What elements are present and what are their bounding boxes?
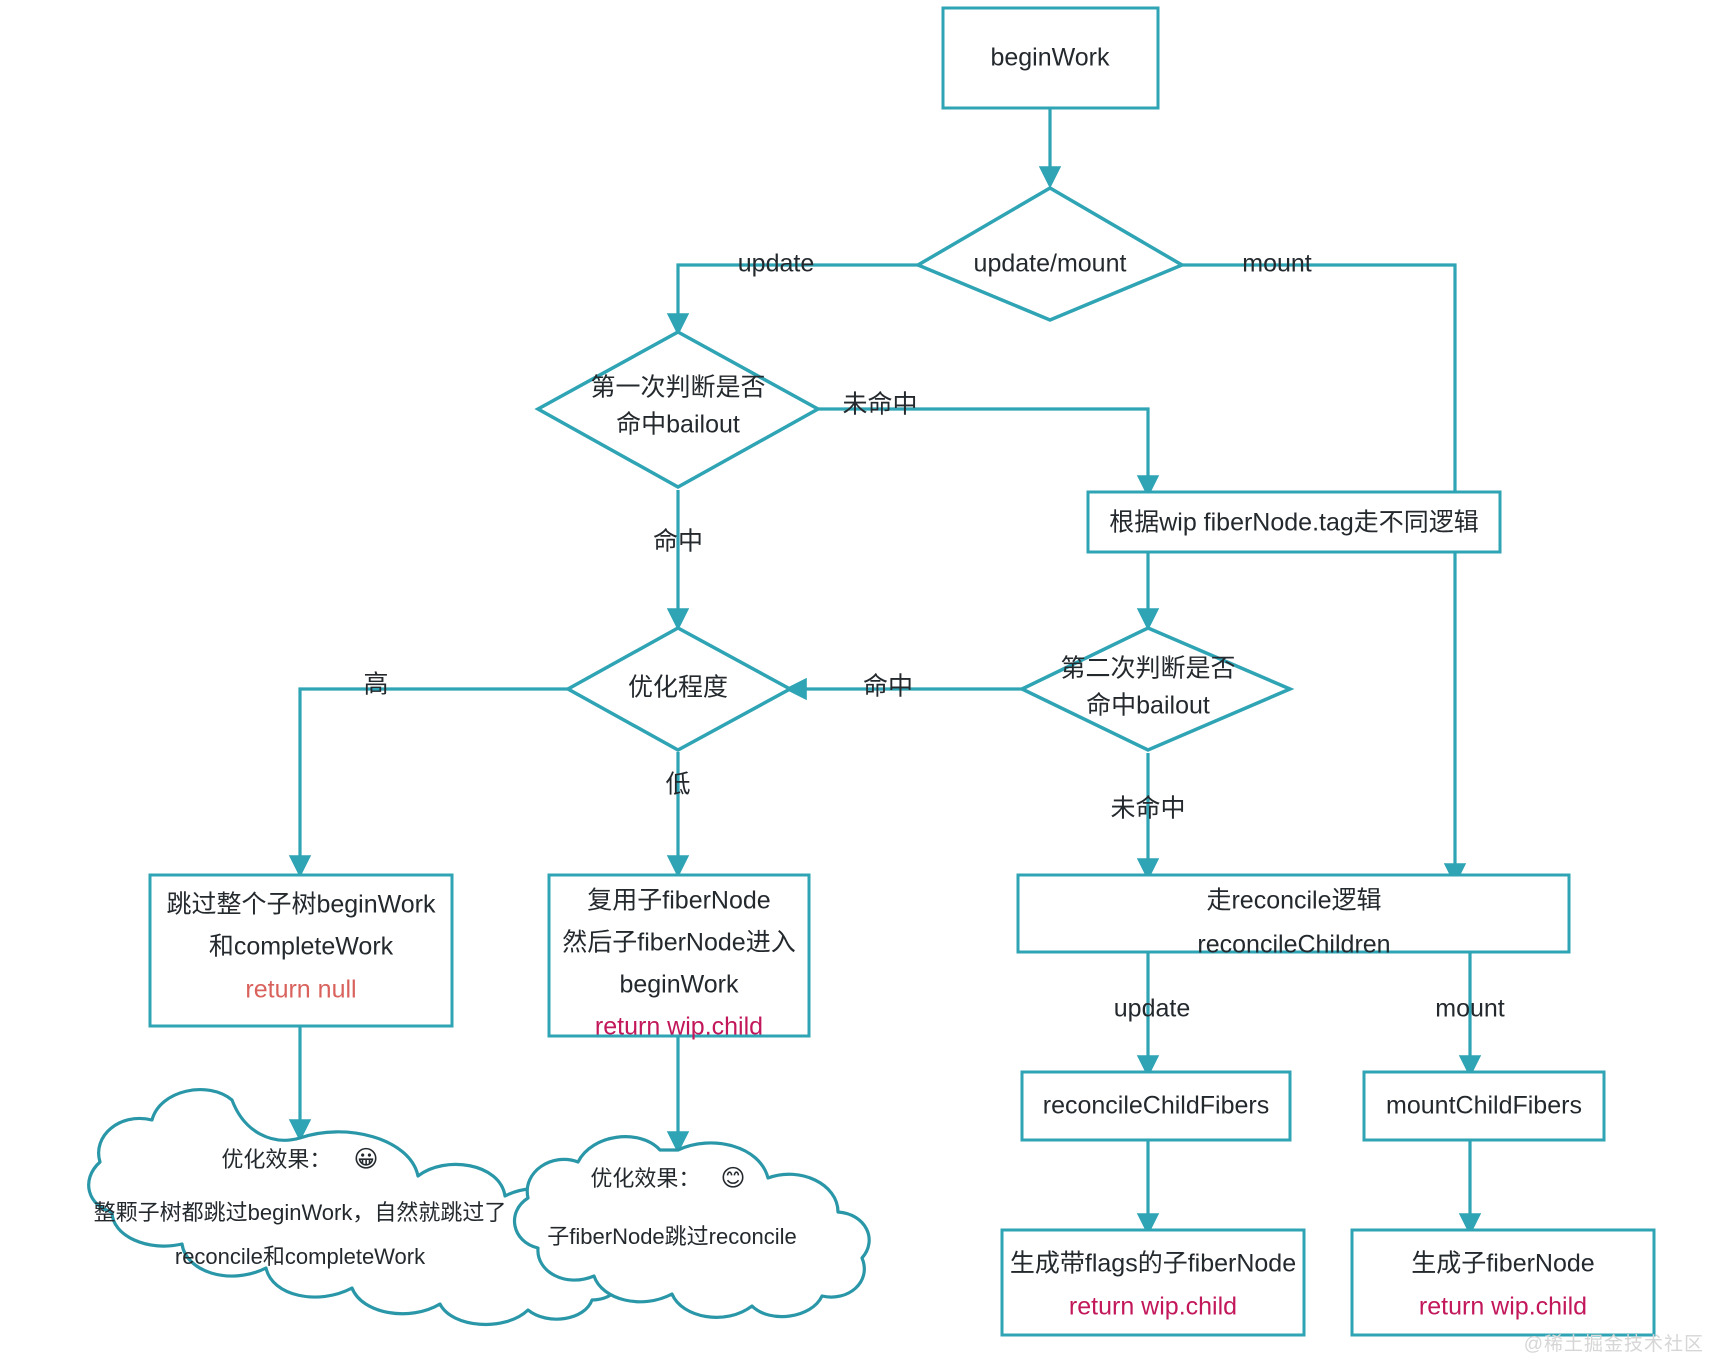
edge-mount-branch [1182,263,1467,886]
cloud-right-effect-label: 优化效果： [590,1166,700,1191]
node-first-bailout-line2: 命中bailout [616,411,740,439]
node-second-bailout-decision[interactable]: 第二次判断是否 命中bailout [1017,626,1295,752]
node-reuse-child[interactable]: 复用子fiberNode 然后子fiberNode进入 beginWork re… [547,873,811,1041]
cloud-left[interactable]: 优化效果： 😀 整颗子树都跳过beginWork，自然就跳过了 reconcil… [87,1088,623,1327]
node-mount-child-fibers-label: mountChildFibers [1386,1092,1582,1120]
edge-label-update: update [738,250,814,278]
edge-label-hit-1: 命中 [653,528,703,556]
node-gen-flags-fiber-return: return wip.child [1069,1293,1237,1321]
node-gen-fiber[interactable]: 生成子fiberNode return wip.child [1350,1228,1656,1337]
edge-labels: update mount 未命中 命中 高 低 命中 未命中 update mo… [363,250,1504,1023]
node-first-bailout-decision[interactable]: 第一次判断是否 命中bailout [534,330,822,490]
edge-update-branch [666,263,918,336]
node-skip-subtree-line1: 跳过整个子树beginWork [166,891,436,919]
cloud-right-line2: 子fiberNode跳过reconcile [547,1224,796,1249]
edge-label-high: 高 [363,671,388,699]
node-optimize-level-decision[interactable]: 优化程度 [564,626,794,752]
node-first-bailout-line1: 第一次判断是否 [590,374,765,402]
cloud-right-emoji: 😊 [721,1165,746,1192]
node-second-bailout-line2: 命中bailout [1086,692,1210,720]
node-skip-subtree-line2: 和completeWork [209,933,394,961]
node-second-bailout-line1: 第二次判断是否 [1060,655,1235,683]
node-optimize-level-label: 优化程度 [628,674,728,702]
node-update-mount-label: update/mount [974,250,1127,278]
node-tag-logic[interactable]: 根据wip fiberNode.tag走不同逻辑 [1086,490,1502,554]
node-gen-flags-fiber[interactable]: 生成带flags的子fiberNode return wip.child [1000,1228,1306,1337]
node-reuse-child-line3: beginWork [619,971,739,999]
edge-label-miss-2: 未命中 [1110,795,1185,823]
cloud-left-line2: 整颗子树都跳过beginWork，自然就跳过了 [94,1200,507,1225]
node-reuse-child-line1: 复用子fiberNode [587,887,770,915]
edge-label-hit-2: 命中 [863,673,913,701]
watermark: @稀土掘金技术社区 [1523,1334,1704,1355]
node-reuse-child-return: return wip.child [595,1013,763,1041]
edge-label-low: 低 [665,771,690,799]
cloud-right[interactable]: 优化效果： 😊 子fiberNode跳过reconcile [512,1135,871,1319]
node-begin-work[interactable]: beginWork [941,6,1160,110]
svg-text:优化效果： 😊: 优化效果： 😊 [590,1165,745,1192]
node-reconcile-logic-line1: 走reconcile逻辑 [1206,887,1381,915]
cloud-left-emoji: 😀 [354,1146,379,1173]
edge-first-bailout-miss [818,407,1160,498]
node-reconcile-logic-line2: reconcileChildren [1197,931,1390,959]
svg-text:优化效果： 😀: 优化效果： 😀 [221,1146,378,1173]
node-reconcile-child-fibers-label: reconcileChildFibers [1043,1092,1269,1120]
node-gen-fiber-return: return wip.child [1419,1293,1587,1321]
node-update-mount-decision[interactable]: update/mount [914,185,1186,322]
node-reuse-child-line2: 然后子fiberNode进入 [562,929,795,957]
node-skip-subtree[interactable]: 跳过整个子树beginWork 和completeWork return nul… [148,873,454,1028]
node-tag-logic-label: 根据wip fiberNode.tag走不同逻辑 [1109,509,1479,537]
edges [288,108,1482,1236]
edge-optimize-high [288,687,568,878]
node-reconcile-logic[interactable]: 走reconcile逻辑 reconcileChildren [1016,873,1571,959]
node-skip-subtree-return: return null [245,976,356,1004]
cloud-left-effect-label: 优化效果： [221,1147,331,1172]
node-mount-child-fibers[interactable]: mountChildFibers [1362,1070,1606,1142]
node-gen-flags-fiber-line1: 生成带flags的子fiberNode [1010,1250,1296,1278]
edge-label-miss-1: 未命中 [842,391,917,419]
edge-label-update-2: update [1114,995,1190,1023]
edge-label-mount-2: mount [1435,995,1505,1023]
cloud-left-line3: reconcile和completeWork [175,1244,426,1269]
node-begin-work-label: beginWork [990,44,1110,72]
edge-label-mount: mount [1242,250,1312,278]
node-gen-fiber-line1: 生成子fiberNode [1411,1250,1594,1278]
node-reconcile-child-fibers[interactable]: reconcileChildFibers [1020,1070,1292,1142]
